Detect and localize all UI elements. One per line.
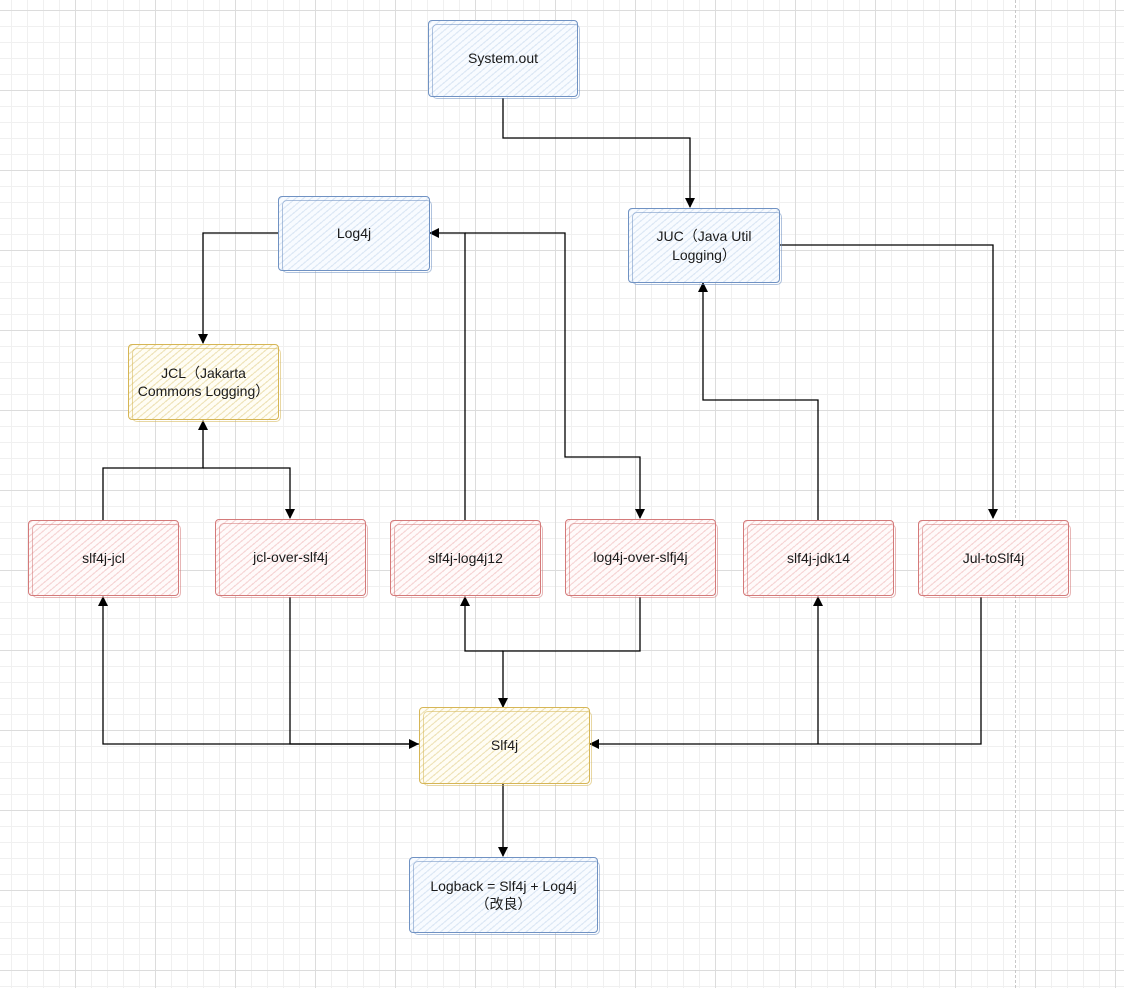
node-logback-label: Logback = Slf4j + Log4j（改良） bbox=[430, 877, 577, 912]
node-log4j-over-slfj4j-label: log4j-over-slfj4j bbox=[593, 549, 688, 566]
edge-log4joverslfj4j-slf4j bbox=[498, 597, 641, 708]
node-slf4j-jdk14-label: slf4j-jdk14 bbox=[786, 549, 851, 566]
node-slf4j-jcl[interactable]: slf4j-jcl bbox=[28, 520, 181, 598]
edge-slf4j-slf4jlog4j12 bbox=[460, 596, 503, 652]
node-slf4j-label: Slf4j bbox=[490, 737, 519, 754]
node-slf4j[interactable]: Slf4j bbox=[419, 707, 592, 786]
node-juc-label: JUC（Java Util Logging） bbox=[656, 228, 752, 263]
node-jcl-over-slf4j[interactable]: jcl-over-slf4j bbox=[215, 519, 368, 598]
node-juc[interactable]: JUC（Java Util Logging） bbox=[628, 208, 782, 285]
node-slf4j-log4j12-label: slf4j-log4j12 bbox=[428, 549, 503, 566]
node-log4j-label: Log4j bbox=[336, 225, 372, 242]
node-slf4j-jcl-label: slf4j-jcl bbox=[82, 549, 125, 566]
node-logback[interactable]: Logback = Slf4j + Log4j（改良） bbox=[409, 857, 600, 935]
node-slf4j-log4j12[interactable]: slf4j-log4j12 bbox=[390, 520, 543, 598]
page-boundary-line bbox=[1015, 0, 1016, 988]
node-system-out[interactable]: System.out bbox=[428, 20, 580, 99]
edge-jultoslf4j-slf4j bbox=[589, 597, 982, 749]
node-jcl-over-slf4j-label: jcl-over-slf4j bbox=[253, 549, 328, 566]
node-system-out-label: System.out bbox=[467, 50, 539, 67]
edge-slf4jlog4j12-log4j bbox=[429, 228, 466, 520]
edge-slf4jjcl-jcl bbox=[102, 420, 208, 520]
edge-jcloverslf4j-slf4j bbox=[289, 597, 419, 749]
edge-log4j-jcl bbox=[198, 232, 278, 344]
edge-log4j-log4joverslfj4j bbox=[465, 232, 645, 519]
node-log4j-over-slfj4j[interactable]: log4j-over-slfj4j bbox=[565, 519, 718, 598]
edge-juc-jultoslf4j bbox=[780, 244, 998, 519]
node-log4j[interactable]: Log4j bbox=[278, 196, 432, 273]
node-jul-toslf4j[interactable]: Jul-toSlf4j bbox=[918, 520, 1071, 598]
edge-systemout-juc bbox=[502, 98, 695, 208]
node-jcl[interactable]: JCL（Jakarta Commons Logging） bbox=[128, 344, 281, 422]
edge-slf4j-slf4jjcl bbox=[98, 596, 419, 745]
node-slf4j-jdk14[interactable]: slf4j-jdk14 bbox=[743, 520, 896, 598]
edge-slf4jjdk14-juc bbox=[698, 282, 819, 520]
node-jul-toslf4j-label: Jul-toSlf4j bbox=[962, 549, 1025, 566]
edge-jcl-jcloverslf4j bbox=[203, 467, 295, 519]
node-jcl-label: JCL（Jakarta Commons Logging） bbox=[137, 364, 270, 399]
